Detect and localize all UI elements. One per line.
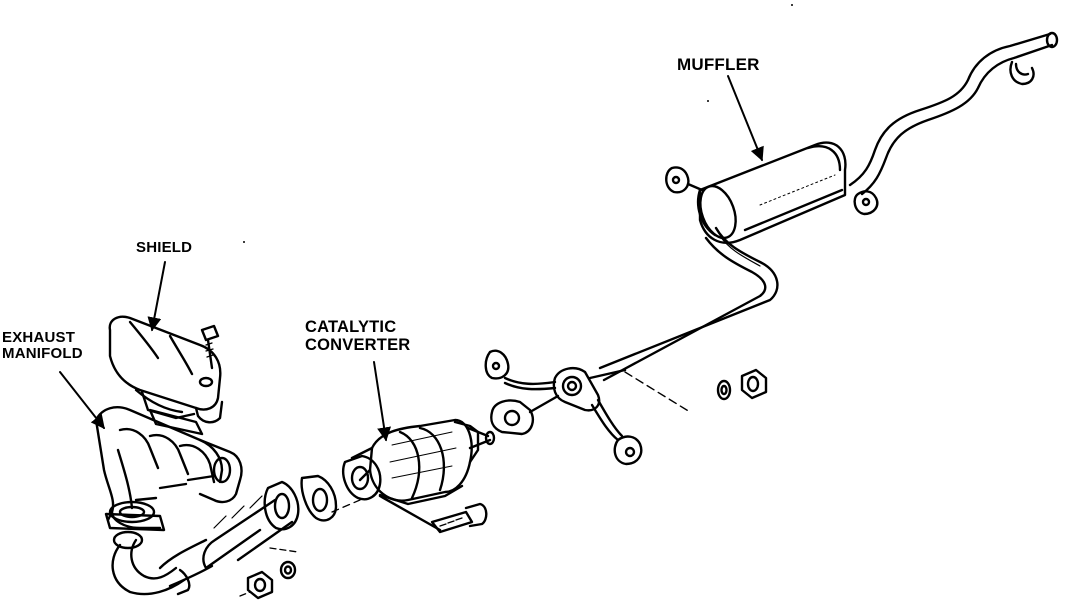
catalytic-converter-label-line-2: CONVERTER: [305, 335, 411, 354]
flange-nut: [740, 368, 768, 400]
front-pipe-gasket: [300, 474, 338, 522]
converter-inlet-flange: [342, 454, 382, 501]
stud-assembly-line: [588, 368, 691, 413]
catalytic-converter: [350, 418, 496, 506]
converter-outlet-gasket: [490, 394, 560, 436]
flange-washer: [716, 379, 732, 401]
tailpipe-hanger: [1009, 60, 1035, 86]
exhaust-manifold-label: EXHAUST MANIFOLD: [2, 329, 83, 363]
converter-bolt: [378, 494, 488, 534]
exhaust-manifold-leader-arrow: [59, 371, 105, 430]
hanger-wire-left: [484, 349, 557, 391]
muffler-label-text: MUFFLER: [677, 55, 760, 74]
exhaust-manifold-label-line-2: MANIFOLD: [2, 345, 83, 363]
heat-shield: [108, 315, 224, 424]
muffler-hanger-front: [665, 166, 704, 194]
front-pipe-washer: [279, 560, 297, 580]
muffler-leader-arrow: [727, 75, 764, 162]
muffler-hanger-rear: [853, 190, 879, 216]
catalytic-converter-leader-arrow: [373, 361, 392, 442]
shield-leader-arrow: [147, 261, 166, 332]
leader-arrows: [59, 75, 764, 442]
intermediate-pipe: [598, 226, 779, 382]
scan-specks: [243, 4, 793, 243]
shield-bolt: [200, 324, 220, 370]
muffler-label: MUFFLER: [677, 55, 760, 74]
shield-label-text: SHIELD: [136, 239, 193, 256]
catalytic-converter-label-line-1: CATALYTIC: [305, 318, 397, 336]
front-pipe: [158, 480, 300, 588]
intermediate-flange: [552, 366, 601, 412]
front-pipe-elbow: [111, 530, 191, 596]
manifold-outlet-flange: [104, 512, 166, 532]
exhaust-manifold-label-line-1: EXHAUST: [2, 329, 76, 346]
front-pipe-nut: [246, 570, 274, 600]
tailpipe: [848, 31, 1059, 196]
catalytic-converter-label: CATALYTIC CONVERTER: [305, 318, 411, 355]
hanger-wire-right: [590, 398, 643, 466]
shield-label: SHIELD: [136, 239, 193, 256]
muffler: [696, 141, 847, 244]
